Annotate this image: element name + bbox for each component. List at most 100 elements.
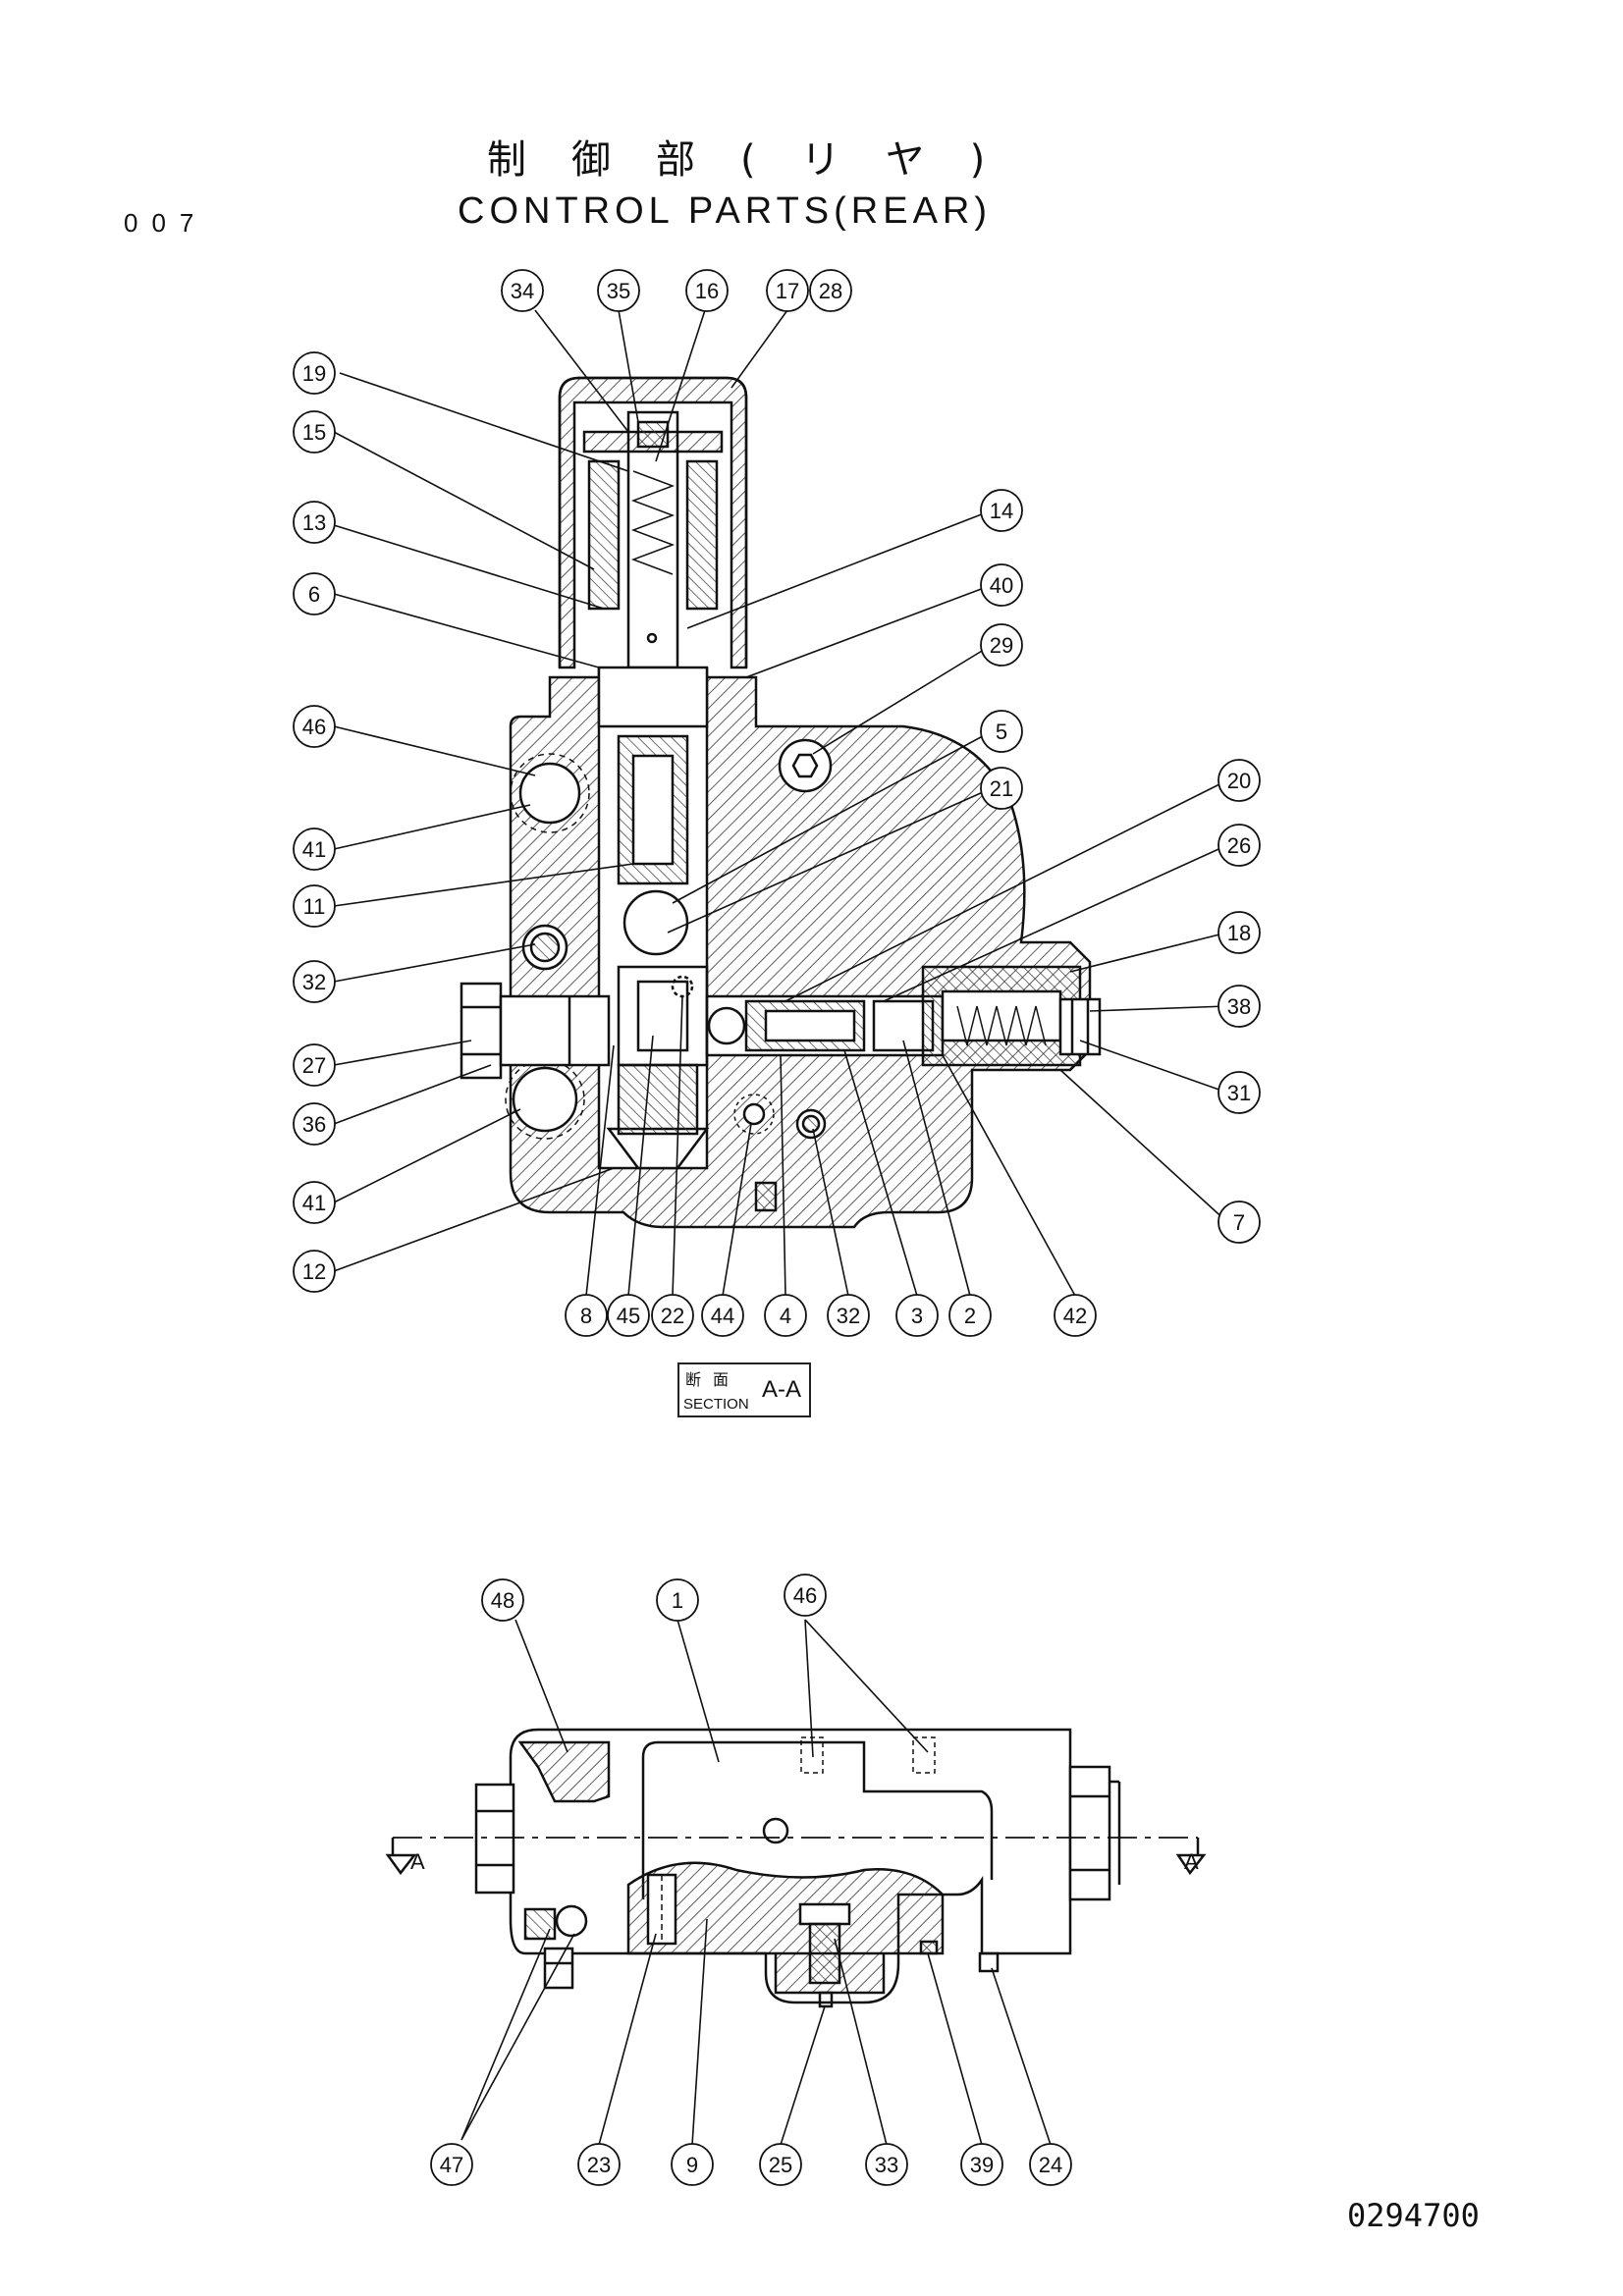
section-callout-20: 20 — [1217, 759, 1261, 802]
callout-circle — [565, 1294, 608, 1337]
section-callout-32: 32 — [293, 960, 336, 1003]
callout-circle — [597, 269, 640, 312]
section-callout-18: 18 — [1217, 911, 1261, 954]
callout-circle — [293, 1043, 336, 1087]
callout-circle — [293, 351, 336, 395]
callout-number: 20 — [1227, 769, 1251, 793]
title-japanese: 制御部(リヤ) — [487, 137, 1031, 183]
callout-number: 25 — [769, 2153, 792, 2177]
section-callout-21: 21 — [980, 767, 1023, 810]
callout-number: 18 — [1227, 921, 1251, 945]
section-callout-44: 44 — [701, 1294, 744, 1337]
callout-number: 22 — [661, 1304, 684, 1328]
callout-circle — [865, 2143, 908, 2186]
callout-circle — [577, 2143, 621, 2186]
section-callout-45: 45 — [607, 1294, 650, 1337]
callout-number: 7 — [1233, 1210, 1245, 1235]
callout-number: 40 — [990, 573, 1013, 598]
callout-circle — [948, 1294, 992, 1337]
callout-number: 47 — [440, 2153, 463, 2177]
section-callout-27: 27 — [293, 1043, 336, 1087]
section-callout-16: 16 — [685, 269, 729, 312]
callout-number: 9 — [686, 2153, 698, 2177]
callout-number: 2 — [964, 1304, 976, 1328]
callout-circle — [293, 705, 336, 748]
callout-circle — [481, 1578, 524, 1622]
section-callout-36: 36 — [293, 1102, 336, 1146]
callout-circle — [701, 1294, 744, 1337]
callout-number: 21 — [990, 776, 1013, 801]
callout-number: 5 — [996, 720, 1007, 744]
section-callout-38: 38 — [1217, 985, 1261, 1028]
elevation-callout-46: 46 — [784, 1574, 827, 1617]
callout-number: 8 — [580, 1304, 592, 1328]
elevation-callout-24: 24 — [1029, 2143, 1072, 2186]
callout-circle — [671, 2143, 714, 2186]
callout-number: 48 — [491, 1588, 514, 1613]
section-callout-17: 17 — [766, 269, 809, 312]
section-label-japanese: 断面 — [685, 1370, 741, 1389]
section-label-designation: A-A — [762, 1376, 802, 1403]
title-english: CONTROL PARTS(REAR) — [458, 190, 993, 232]
callout-circle — [1217, 1201, 1261, 1244]
elevation-callout-48: 48 — [481, 1578, 524, 1622]
section-callout-3: 3 — [895, 1294, 939, 1337]
section-callout-4: 4 — [764, 1294, 807, 1337]
section-callout-40: 40 — [980, 563, 1023, 607]
callout-number: 38 — [1227, 994, 1251, 1019]
callout-circle — [1054, 1294, 1097, 1337]
callout-number: 35 — [607, 279, 630, 303]
elevation-callout-25: 25 — [759, 2143, 802, 2186]
callout-number: 31 — [1227, 1081, 1251, 1105]
elevation-callout-9: 9 — [671, 2143, 714, 2186]
section-callout-14: 14 — [980, 489, 1023, 532]
callout-circle — [809, 269, 852, 312]
callout-circle — [293, 410, 336, 454]
callout-circle — [293, 1181, 336, 1224]
section-label-english: SECTION — [683, 1396, 749, 1413]
section-callout-15: 15 — [293, 410, 336, 454]
callout-circle — [980, 563, 1023, 607]
section-callout-19: 19 — [293, 351, 336, 395]
section-callout-34: 34 — [501, 269, 544, 312]
section-callout-46: 46 — [293, 705, 336, 748]
callout-circle — [293, 572, 336, 615]
callout-circle — [980, 623, 1023, 667]
callout-number: 34 — [511, 279, 534, 303]
section-callout-28: 28 — [809, 269, 852, 312]
callout-number: 39 — [970, 2153, 994, 2177]
section-callout-29: 29 — [980, 623, 1023, 667]
elevation-callout-47: 47 — [430, 2143, 473, 2186]
elevation-view — [385, 1728, 1207, 2008]
section-callout-41: 41 — [293, 1181, 336, 1224]
callout-number: 6 — [308, 582, 320, 607]
page-number: 007 — [124, 208, 208, 238]
callout-circle — [651, 1294, 694, 1337]
callout-circle — [1217, 985, 1261, 1028]
callout-number: 41 — [302, 837, 326, 862]
callout-number: 44 — [711, 1304, 734, 1328]
section-callout-6: 6 — [293, 572, 336, 615]
callout-number: 27 — [302, 1053, 326, 1078]
callout-number: 28 — [819, 279, 842, 303]
callout-circle — [784, 1574, 827, 1617]
section-view — [460, 376, 1102, 1229]
section-arrow-label-right: A — [1184, 1849, 1199, 1874]
callout-circle — [980, 767, 1023, 810]
elevation-callout-39: 39 — [960, 2143, 1003, 2186]
section-view-leaders — [333, 309, 1228, 1297]
callout-circle — [766, 269, 809, 312]
callout-number: 46 — [302, 715, 326, 739]
elevation-callout-23: 23 — [577, 2143, 621, 2186]
callout-number: 17 — [776, 279, 799, 303]
section-callout-12: 12 — [293, 1250, 336, 1293]
callout-number: 36 — [302, 1112, 326, 1137]
section-callout-13: 13 — [293, 501, 336, 544]
elevation-callout-33: 33 — [865, 2143, 908, 2186]
section-callout-32: 32 — [827, 1294, 870, 1337]
section-label-box: 断面 SECTION A-A — [677, 1362, 811, 1417]
callout-circle — [980, 489, 1023, 532]
section-callout-2: 2 — [948, 1294, 992, 1337]
callout-circle — [827, 1294, 870, 1337]
callout-number: 4 — [780, 1304, 791, 1328]
